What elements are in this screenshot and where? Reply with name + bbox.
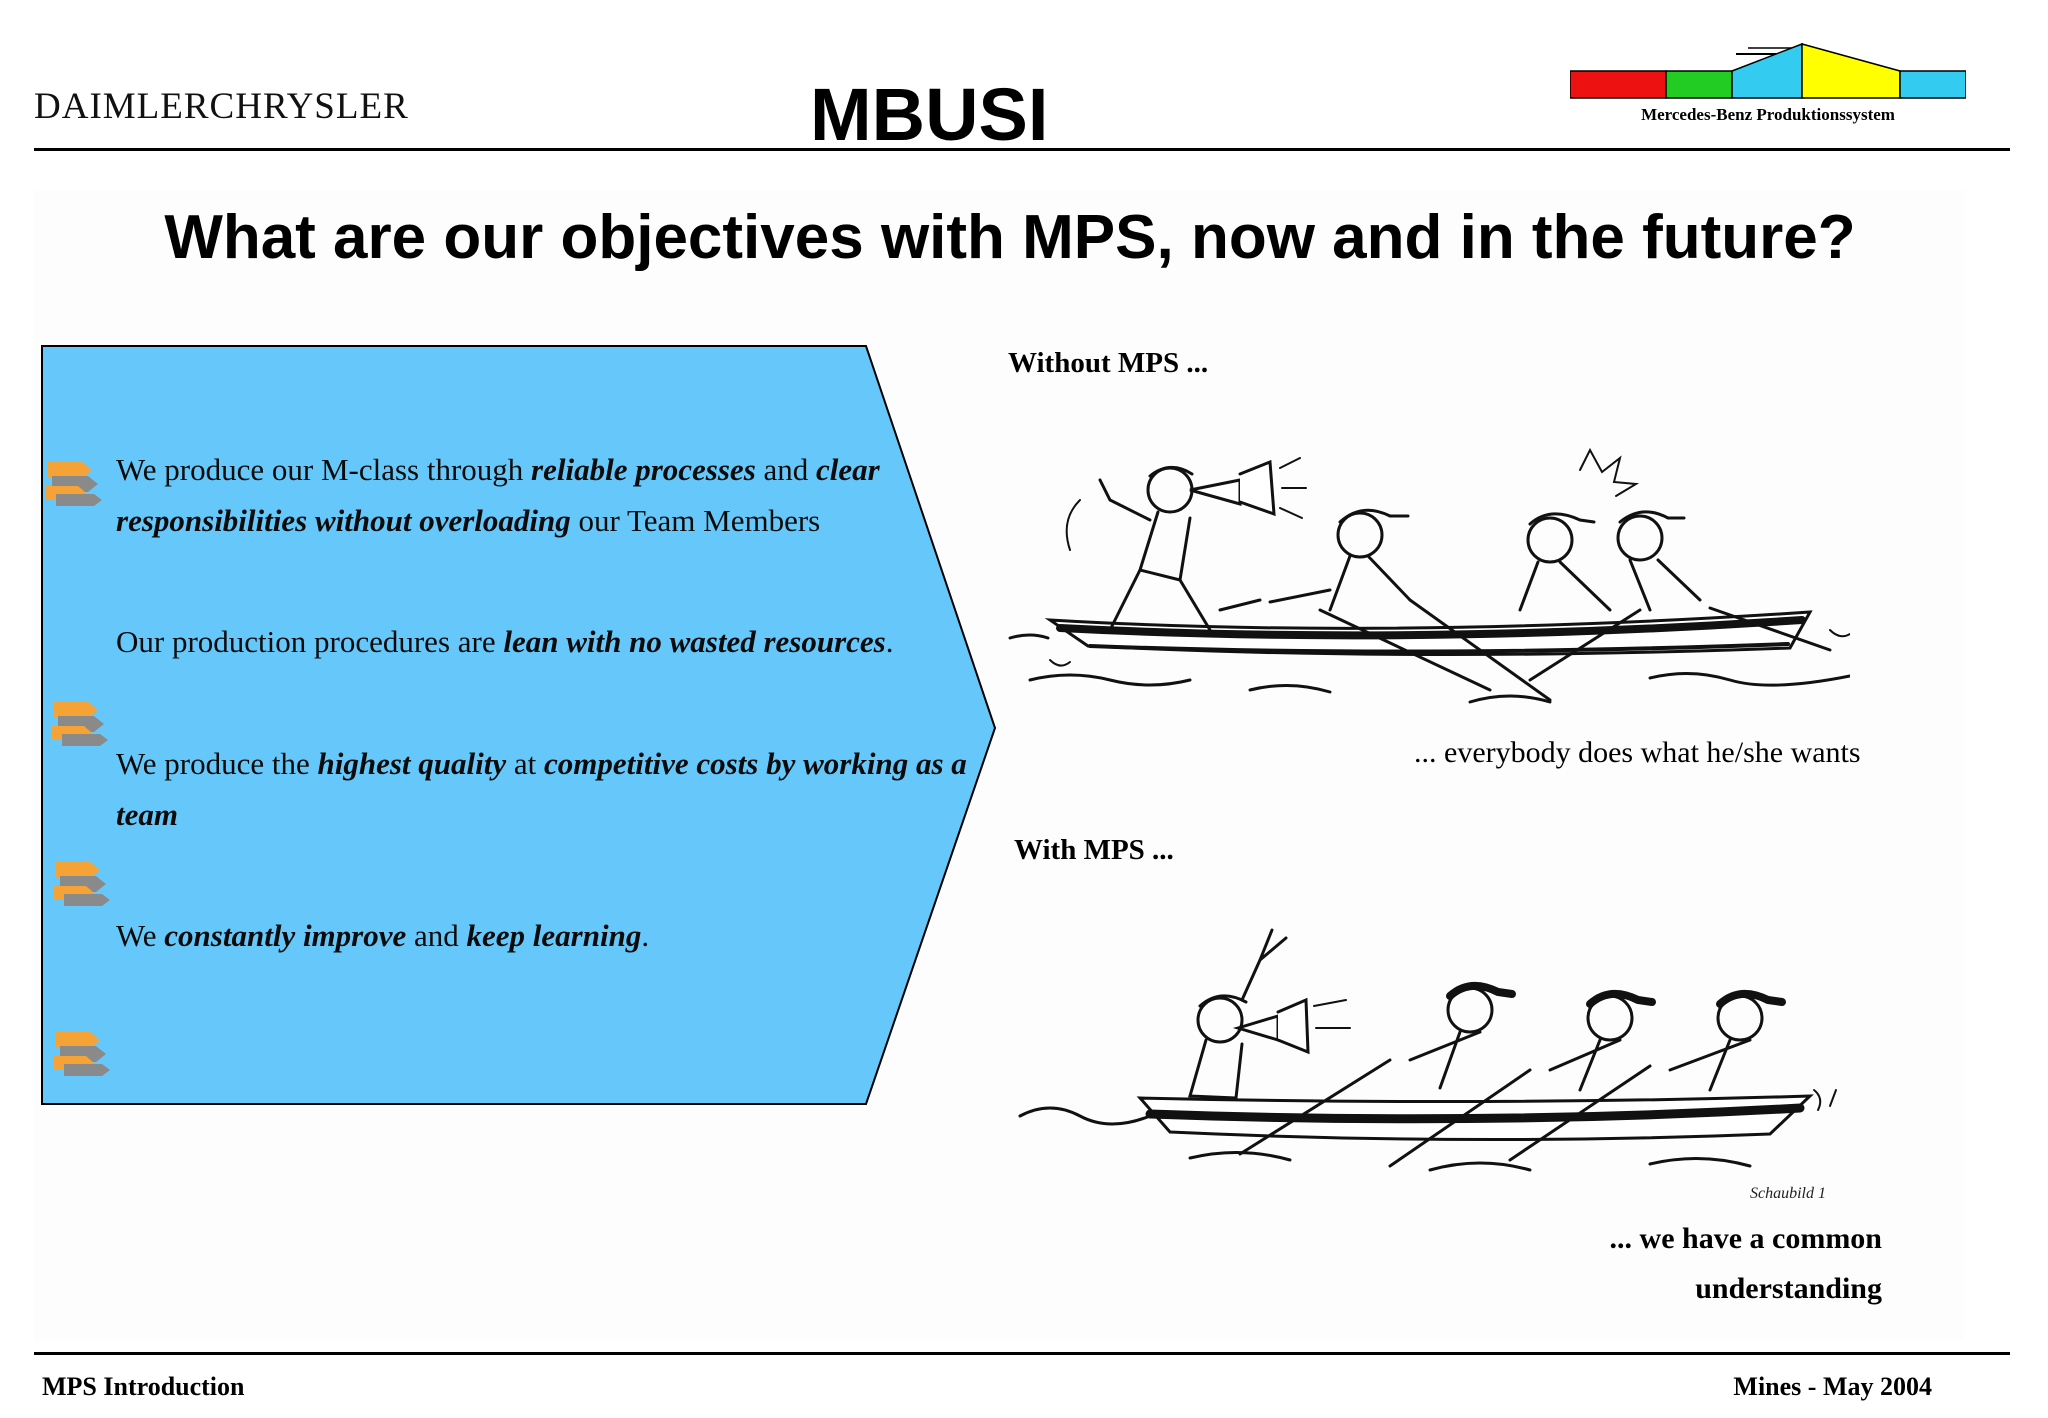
footer-divider — [34, 1352, 2010, 1355]
company-logo-text: DaimlerChrysler — [34, 86, 409, 127]
coordinated-rowing-boat-cartoon: Schaubild 1 — [1018, 928, 1837, 1202]
orange-gray-arrows-icon — [54, 862, 110, 906]
objective-emphasis: reliable processes — [531, 452, 756, 487]
cartoon-signature: Schaubild 1 — [1750, 1185, 1826, 1202]
footer-left-text: MPS Introduction — [42, 1372, 245, 1401]
objective-reliable-processes: We produce our M-class through reliable … — [116, 444, 946, 546]
without-mps-label: Without MPS ... — [1008, 347, 1209, 379]
objective-emphasis: clear responsibilities without overloadi… — [116, 452, 880, 538]
mps-logo — [1570, 42, 1966, 99]
objective-text: We produce our M-class through — [116, 452, 532, 487]
objective-emphasis: keep learning — [466, 918, 642, 953]
objective-text: our Team Members — [570, 503, 821, 538]
objective-highest-quality: We produce the highest quality at compet… — [116, 738, 996, 840]
footer-right-text: Mines - May 2004 — [1733, 1372, 1932, 1401]
objective-emphasis: highest quality — [317, 746, 507, 781]
objectives-arrow-panel — [41, 345, 997, 1105]
objective-text: We produce the — [116, 746, 318, 781]
objective-text: . — [885, 624, 894, 659]
objective-text: at — [506, 746, 544, 781]
objective-text: Our production procedures are — [116, 624, 504, 659]
with-mps-caption-line1: ... we have a common — [1609, 1222, 1882, 1255]
objective-text: and — [755, 452, 817, 487]
objective-lean-production: Our production procedures are lean with … — [116, 616, 996, 667]
orange-gray-arrows-icon — [52, 702, 108, 746]
objective-emphasis: competitive costs by working as a team — [116, 746, 967, 832]
orange-gray-arrows-icon — [46, 462, 102, 506]
orange-gray-arrows-icon — [54, 1032, 110, 1076]
mps-logo-caption: Mercedes-Benz Produktionssystem — [1641, 105, 1895, 124]
page-title: MBUSI — [810, 73, 1049, 156]
with-mps-caption-line2: understanding — [1695, 1272, 1882, 1305]
slide-question: What are our objectives with MPS, now an… — [164, 203, 1856, 272]
objective-text: and — [406, 918, 467, 953]
without-mps-caption: ... everybody does what he/she wants — [1414, 736, 1861, 769]
objective-emphasis: lean with no wasted resources — [503, 624, 886, 659]
objective-emphasis: constantly improve — [164, 918, 407, 953]
header-divider — [34, 148, 2010, 151]
chaotic-rowing-boat-cartoon — [1008, 447, 1850, 704]
objective-continuous-improvement: We constantly improve and keep learning. — [116, 910, 996, 961]
objective-text: . — [641, 918, 650, 953]
with-mps-label: With MPS ... — [1014, 834, 1174, 866]
daimlerchrysler-logo: DaimlerChrysler — [34, 76, 409, 129]
objective-text: We — [116, 918, 165, 953]
